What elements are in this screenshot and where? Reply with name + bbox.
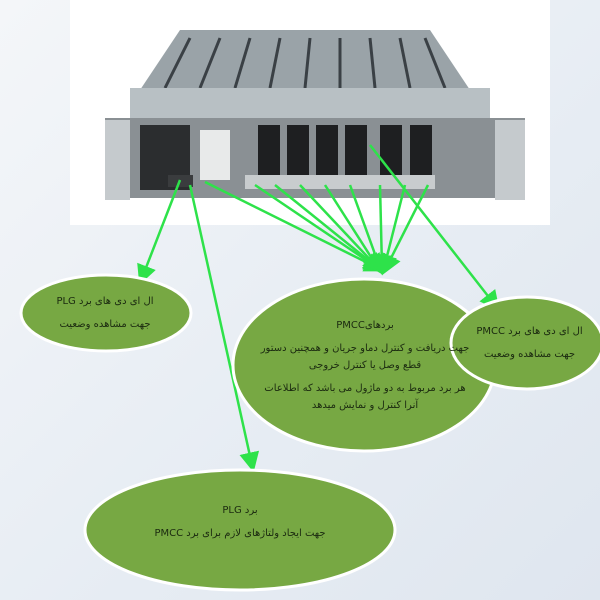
plg-led-title: ال ای دی های برد PLG bbox=[56, 296, 154, 307]
pmcc-led-callout: ال ای دی های برد PMCC جهت مشاهده وضعیت bbox=[462, 312, 597, 374]
plg-board-desc: جهت ایجاد ولتاژهای لازم برای برد PMCC bbox=[154, 528, 326, 539]
pmcc-led-desc: جهت مشاهده وضعیت bbox=[483, 349, 576, 360]
pointer-arrows bbox=[137, 144, 500, 473]
pmcc-led-title: ال ای دی های برد PMCC bbox=[476, 326, 583, 337]
plg-board-title: برد PLG bbox=[222, 505, 258, 516]
plg-led-desc: جهت مشاهده وضعیت bbox=[59, 319, 151, 330]
pmcc-boards-desc2: هر برد مربوط به دو ماژول می باشد که اطلا… bbox=[264, 382, 466, 411]
plg-board-ellipse bbox=[83, 468, 397, 592]
pmcc-boards-desc1: جهت دریافت و کنترل دماو جریان و همچنین د… bbox=[260, 342, 470, 371]
plg-led-callout: ال ای دی های برد PLG جهت مشاهده وضعیت bbox=[30, 282, 180, 344]
plg-led-ellipse bbox=[19, 273, 193, 353]
pmcc-boards-callout: بردهایPMCC جهت دریافت و کنترل دماو جریان… bbox=[260, 300, 470, 430]
pmcc-led-ellipse bbox=[449, 295, 600, 391]
rack-photo bbox=[70, 0, 550, 225]
plg-board-callout: برد PLG جهت ایجاد ولتاژهای لازم برای برد… bbox=[120, 492, 360, 552]
pmcc-boards-title: بردهایPMCC bbox=[336, 319, 394, 331]
